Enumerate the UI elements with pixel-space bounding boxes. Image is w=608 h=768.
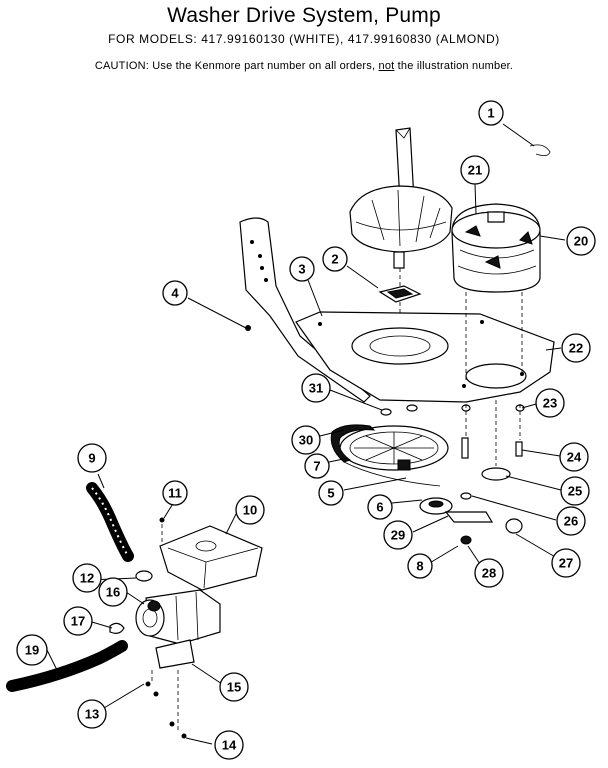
callout-26: 26 bbox=[556, 506, 586, 536]
callout-31: 31 bbox=[301, 373, 331, 403]
callout-20-number: 20 bbox=[574, 234, 588, 249]
callout-29: 29 bbox=[383, 520, 413, 550]
callout-10: 10 bbox=[235, 495, 265, 525]
callout-16: 16 bbox=[98, 577, 128, 607]
callout-6: 6 bbox=[367, 494, 393, 520]
callout-11: 11 bbox=[162, 480, 188, 506]
callout-20: 20 bbox=[566, 226, 596, 256]
callout-4-number: 4 bbox=[171, 286, 179, 301]
callout-22-number: 22 bbox=[569, 341, 583, 356]
callout-27: 27 bbox=[551, 548, 581, 578]
callout-10-number: 10 bbox=[243, 503, 257, 518]
callout-25: 25 bbox=[560, 476, 590, 506]
drive-assembly-drawing bbox=[239, 127, 555, 545]
callout-23-number: 23 bbox=[543, 396, 557, 411]
callout-3-number: 3 bbox=[298, 262, 305, 277]
callout-21-number: 21 bbox=[468, 163, 482, 178]
callout-28-number: 28 bbox=[482, 566, 496, 581]
callout-22: 22 bbox=[561, 333, 591, 363]
callout-31-number: 31 bbox=[309, 381, 323, 396]
callout-23: 23 bbox=[535, 388, 565, 418]
callout-17-number: 17 bbox=[71, 614, 85, 629]
callout-1: 1 bbox=[478, 100, 504, 126]
models-line: FOR MODELS: 417.99160130 (WHITE), 417.99… bbox=[108, 32, 500, 46]
caution-text: CAUTION: Use the Kenmore part number on … bbox=[94, 60, 379, 72]
callout-7: 7 bbox=[304, 453, 330, 479]
callout-30: 30 bbox=[291, 425, 321, 455]
page-title: Washer Drive System, Pump bbox=[167, 4, 441, 27]
callout-2-number: 2 bbox=[331, 252, 338, 267]
callout-5-number: 5 bbox=[327, 486, 334, 501]
callout-27-number: 27 bbox=[559, 556, 573, 571]
callout-3: 3 bbox=[289, 256, 315, 282]
callout-29-number: 29 bbox=[391, 528, 405, 543]
caution-note: CAUTION: Use the Kenmore part number on … bbox=[0, 60, 608, 72]
callout-12-number: 12 bbox=[80, 571, 94, 586]
callout-9-number: 9 bbox=[88, 451, 95, 466]
callout-24-number: 24 bbox=[567, 450, 582, 465]
callout-15-number: 15 bbox=[227, 680, 241, 695]
callout-13: 13 bbox=[77, 699, 107, 729]
callout-6-number: 6 bbox=[376, 500, 383, 515]
caution-emphasis: not bbox=[378, 60, 395, 72]
callout-26-number: 26 bbox=[564, 514, 578, 529]
caution-text-end: the illustration number. bbox=[394, 60, 514, 72]
callout-5: 5 bbox=[318, 480, 344, 506]
callout-14-number: 14 bbox=[222, 738, 237, 753]
callout-2: 2 bbox=[322, 246, 348, 272]
callout-17: 17 bbox=[63, 606, 93, 636]
callout-21: 21 bbox=[460, 155, 490, 185]
callout-13-number: 13 bbox=[85, 707, 99, 722]
callout-30-number: 30 bbox=[299, 433, 313, 448]
pump-assembly-drawing bbox=[6, 482, 263, 739]
callout-25-number: 25 bbox=[568, 484, 582, 499]
callout-24: 24 bbox=[559, 442, 589, 472]
callout-8: 8 bbox=[407, 553, 433, 579]
callout-28: 28 bbox=[474, 558, 504, 588]
callout-15: 15 bbox=[219, 672, 249, 702]
callout-7-number: 7 bbox=[313, 459, 320, 474]
callout-14: 14 bbox=[214, 730, 244, 760]
callout-4: 4 bbox=[162, 280, 188, 306]
callout-16-number: 16 bbox=[106, 585, 120, 600]
callout-19-number: 19 bbox=[25, 643, 39, 658]
leader-lines bbox=[46, 123, 566, 745]
callout-12: 12 bbox=[72, 563, 102, 593]
callout-19: 19 bbox=[16, 634, 48, 666]
callout-9: 9 bbox=[77, 443, 107, 473]
callout-1-number: 1 bbox=[487, 106, 494, 121]
callout-11-number: 11 bbox=[168, 486, 182, 501]
callout-8-number: 8 bbox=[416, 559, 423, 574]
